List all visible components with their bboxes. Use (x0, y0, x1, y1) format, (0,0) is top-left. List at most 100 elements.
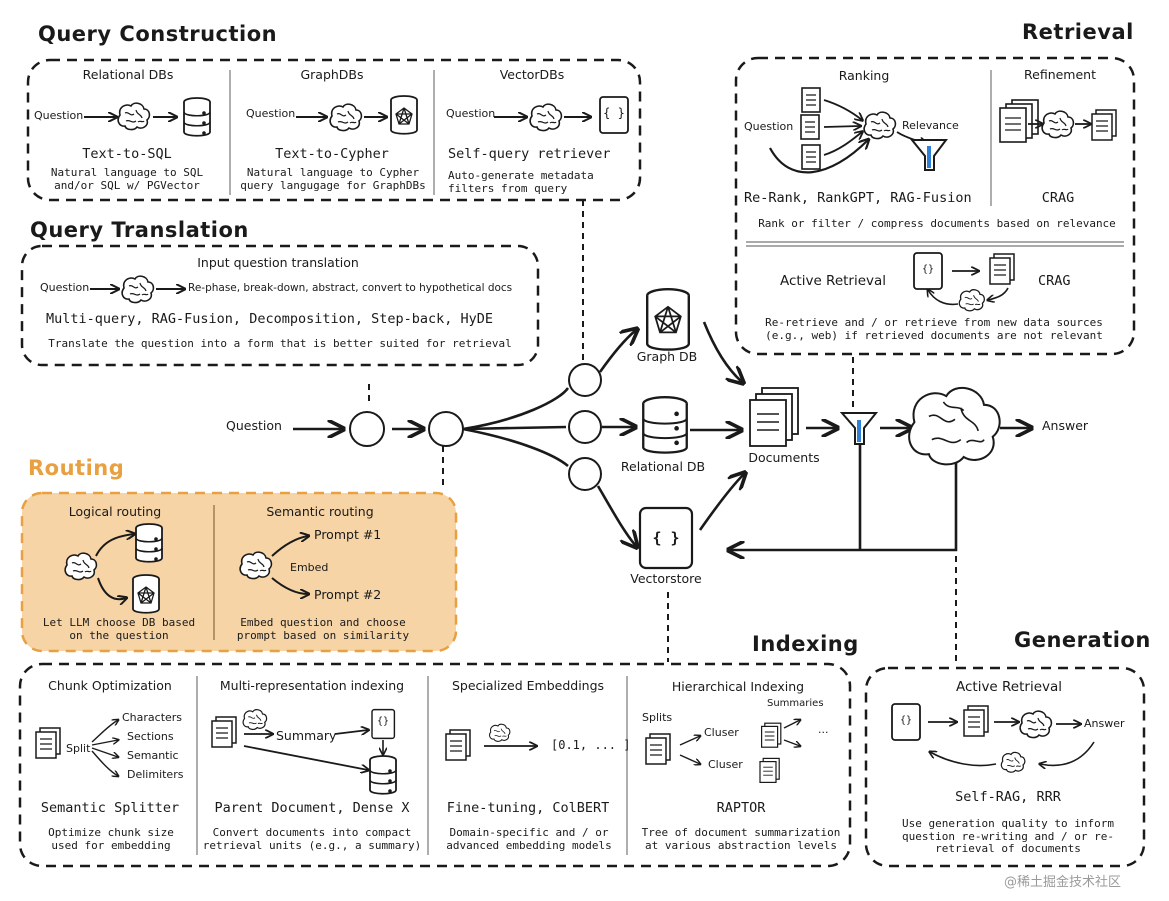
ellipsis-label: ... (818, 723, 829, 736)
cluster-1-label: Cluser (704, 726, 739, 739)
llm-brain-icon (329, 103, 363, 132)
documents-label: Documents (748, 450, 820, 465)
query-construction-box (26, 58, 642, 202)
self-query-desc: Auto-generate metadata filters from quer… (448, 169, 594, 195)
document-icon (801, 144, 821, 170)
ranking-desc: Rank or filter / compress documents base… (758, 217, 1116, 230)
llm-brain-icon (863, 111, 897, 140)
graph-db-label: Graph DB (636, 349, 698, 364)
active-crag-name: CRAG (1038, 273, 1071, 289)
prompt-1-label: Prompt #1 (314, 527, 382, 542)
vectordb-icon-text: { } (603, 106, 625, 120)
llm-brain-icon (529, 103, 563, 132)
multi-rep-name: Parent Document, Dense X (214, 800, 410, 816)
summaries-label: Summaries (767, 698, 824, 709)
summary-label: Summary (276, 728, 337, 743)
section-title-routing: Routing (28, 456, 125, 480)
input-translation-title: Input question translation (197, 255, 359, 270)
translation-flow-text: Re-phase, break-down, abstract, convert … (188, 282, 513, 294)
question-label: Question (40, 281, 90, 294)
relevance-label: Relevance (902, 119, 959, 132)
text-to-cypher-desc: Natural language to Cypher query languga… (240, 166, 426, 192)
chunk-docs-icon (35, 727, 61, 759)
text-to-sql-desc: Natural language to SQL and/or SQL w/ PG… (50, 166, 204, 192)
generation-answer-label: Answer (1084, 717, 1125, 730)
ranking-title: Ranking (838, 68, 890, 83)
llm-brain-icon (489, 723, 511, 742)
graph-route-node (568, 363, 602, 397)
graph-db-big-icon (645, 287, 691, 351)
retrieved-docs-icon (989, 253, 1015, 285)
relevance-filter-icon (909, 139, 948, 171)
text-to-sql-name: Text-to-SQL (82, 146, 172, 162)
vectorstore-big-icon (638, 506, 694, 570)
vectorstore-icon-text: { } (652, 529, 680, 547)
multi-rep-desc: Convert documents into compact retrieval… (202, 826, 422, 852)
chunk-item: Sections (127, 730, 174, 743)
filter-icon (839, 412, 879, 445)
llm-brain-icon (958, 289, 985, 312)
self-rag-name: Self-RAG, RRR (955, 789, 1061, 805)
routing-node (349, 411, 385, 447)
llm-brain-icon (1019, 710, 1053, 739)
logical-routing-desc: Let LLM choose DB based on the question (42, 616, 196, 642)
watermark: @稀土掘金技术社区 (1004, 875, 1122, 890)
answer-label: Answer (1042, 418, 1089, 433)
section-title-generation: Generation (1014, 628, 1151, 652)
generation-desc: Use generation quality to inform questio… (902, 817, 1114, 856)
vectorstore-label: Vectorstore (630, 571, 702, 586)
indexing-box (18, 662, 852, 868)
vector-route-node (568, 457, 602, 491)
section-title-query-construction: Query Construction (38, 22, 278, 46)
vector-icon-text: {} (376, 716, 390, 727)
cluster-2-label: Cluser (708, 758, 743, 771)
embeddings-name: Fine-tuning, ColBERT (446, 800, 610, 816)
embed-docs-icon (445, 729, 471, 761)
translation-desc: Translate the question into a form that … (48, 337, 512, 350)
text-to-cypher-name: Text-to-Cypher (275, 146, 389, 162)
llm-brain-icon (121, 275, 155, 304)
llm-brain-icon (242, 709, 268, 731)
relational-db-label: Relational DB (620, 459, 706, 474)
translation-methods: Multi-query, RAG-Fusion, Decomposition, … (46, 311, 494, 327)
multirep-docs-icon (211, 716, 237, 748)
construction-node (428, 411, 464, 447)
llm-brain-icon (117, 102, 151, 131)
question-label: Question (744, 120, 794, 133)
query-translation-box (20, 244, 540, 367)
question-label: Question (34, 109, 84, 122)
refinement-title: Refinement (1024, 67, 1096, 82)
summary-docs-icon (759, 757, 780, 784)
active-retrieval-title: Active Retrieval (780, 273, 887, 289)
summary-docs-icon (761, 722, 782, 748)
graph-db-icon (132, 574, 160, 614)
ranking-methods: Re-Rank, RankGPT, RAG-Fusion (744, 190, 972, 206)
relational-db-icon (135, 523, 163, 563)
chunk-method-name: Semantic Splitter (40, 800, 180, 816)
multi-rep-title: Multi-representation indexing (219, 678, 405, 693)
chunk-item: Semantic (127, 749, 179, 762)
generation-box (864, 666, 1146, 868)
documents-stack-icon (749, 387, 799, 447)
active-retrieval-desc: Re-retrieve and / or retrieve from new d… (765, 316, 1103, 342)
section-title-indexing: Indexing (752, 632, 859, 656)
document-icon (801, 87, 821, 113)
chunk-optimization-title: Chunk Optimization (48, 678, 172, 693)
datasource-icon-text: {} (899, 715, 913, 726)
chunk-item: Characters (122, 711, 183, 724)
section-title-retrieval: Retrieval (1022, 20, 1134, 44)
raptor-name: RAPTOR (716, 800, 766, 816)
embeddings-desc: Domain-specific and / or advanced embedd… (446, 826, 612, 852)
logical-routing-title: Logical routing (68, 504, 162, 519)
chunk-desc: Optimize chunk size used for embedding (48, 826, 174, 852)
refinement-name: CRAG (1041, 190, 1075, 206)
split-label: Split (66, 742, 91, 755)
relational-db-icon (183, 97, 211, 137)
datasource-icon-text: {} (921, 264, 935, 275)
graph-db-icon (390, 95, 418, 135)
embedding-vector-text: [0.1, ... ] (551, 738, 631, 752)
docstore-db-icon (369, 755, 397, 795)
document-icon (800, 114, 820, 140)
llm-brain-icon (1000, 751, 1026, 773)
